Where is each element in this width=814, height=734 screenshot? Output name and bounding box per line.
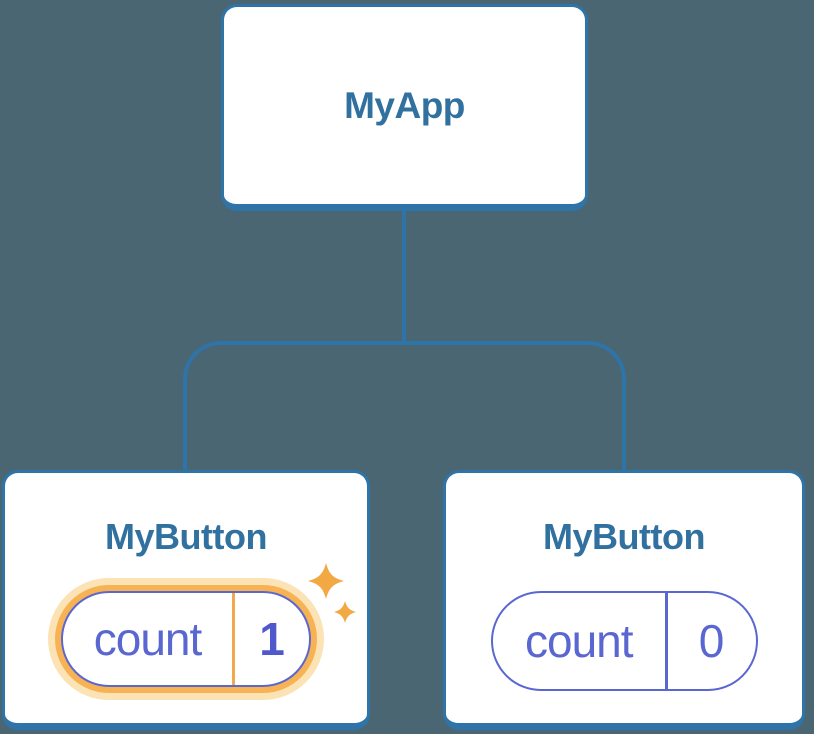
connector-stem-line [402, 209, 406, 343]
state-name: count [93, 613, 203, 665]
tree-node-mybutton-1: MyButton count 1 [2, 470, 370, 730]
state-name: count [524, 615, 634, 667]
state-value-cell: 0 [668, 593, 756, 689]
node-title: MyApp [344, 84, 465, 126]
state-value: 1 [259, 613, 285, 665]
state-pill-highlighted: count 1 [61, 591, 311, 687]
state-value-cell: 1 [235, 593, 309, 685]
tree-node-mybutton-2: MyButton count 0 [443, 470, 805, 730]
state-name-cell: count [493, 593, 666, 689]
state-value: 0 [698, 615, 725, 667]
connector-branch-line [183, 341, 626, 474]
tree-node-myapp: MyApp [221, 4, 588, 211]
pill-divider [665, 593, 668, 689]
state-name-cell: count [63, 593, 232, 685]
state-pill: count 0 [490, 591, 758, 691]
pill-divider [232, 593, 235, 685]
node-title: MyButton [543, 516, 705, 557]
node-title: MyButton [105, 516, 267, 557]
